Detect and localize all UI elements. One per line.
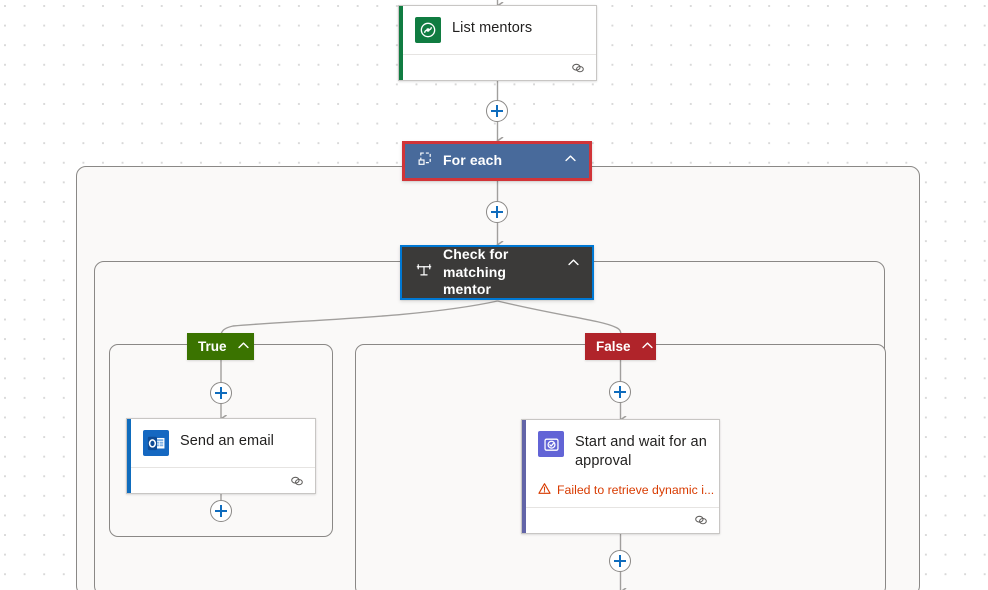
outlook-mail-icon: [143, 430, 169, 456]
branch-label-false[interactable]: False: [585, 333, 656, 360]
dataverse-list-icon: [415, 17, 441, 43]
insert-step-false-branch-top[interactable]: [609, 381, 631, 403]
node-for-each[interactable]: For each: [402, 141, 592, 181]
insert-step-true-branch-top[interactable]: [210, 382, 232, 404]
node-error-message: Failed to retrieve dynamic i...: [522, 482, 719, 507]
node-title: Start and wait for an approval: [575, 434, 707, 469]
approvals-icon: [538, 431, 564, 457]
node-footer: [399, 54, 596, 80]
chevron-up-icon[interactable]: [567, 256, 580, 274]
warning-triangle-icon: [538, 482, 551, 498]
node-check-for-matching-mentor[interactable]: Check for matching mentor: [400, 245, 594, 300]
node-accent-bar: [127, 419, 131, 493]
node-title: Check for matching mentor: [443, 246, 509, 298]
node-list-mentors[interactable]: List mentors: [398, 5, 597, 81]
connector-link-icon[interactable]: [693, 513, 709, 527]
insert-step-false-branch-bottom[interactable]: [609, 550, 631, 572]
node-start-and-wait-for-an-approval[interactable]: Start and wait for an approval Failed to…: [521, 419, 720, 534]
chevron-up-icon[interactable]: [641, 339, 654, 355]
node-header: List mentors: [399, 6, 596, 54]
insert-step-after-list-mentors[interactable]: [486, 100, 508, 122]
insert-step-inside-for-each[interactable]: [486, 201, 508, 223]
foreach-loop-icon: [418, 151, 433, 171]
insert-step-true-branch-bottom[interactable]: [210, 500, 232, 522]
chevron-up-icon[interactable]: [564, 152, 577, 170]
branch-label-true[interactable]: True: [187, 333, 254, 360]
node-header: Send an email: [127, 419, 315, 467]
node-title: For each: [443, 152, 503, 169]
node-header: Start and wait for an approval: [522, 420, 719, 482]
chevron-up-icon[interactable]: [237, 339, 250, 355]
branch-label-text: False: [596, 339, 631, 354]
connector-link-icon[interactable]: [570, 61, 586, 75]
condition-icon: [415, 261, 433, 284]
node-title: Send an email: [180, 433, 274, 449]
node-accent-bar: [522, 420, 526, 533]
node-accent-bar: [399, 6, 403, 80]
connector-link-icon[interactable]: [289, 474, 305, 488]
node-footer: [522, 506, 719, 533]
node-footer: [127, 467, 315, 493]
node-error-text: Failed to retrieve dynamic i...: [557, 482, 715, 497]
branch-label-text: True: [198, 339, 227, 354]
node-send-an-email[interactable]: Send an email: [126, 418, 316, 494]
node-title: List mentors: [452, 20, 533, 36]
